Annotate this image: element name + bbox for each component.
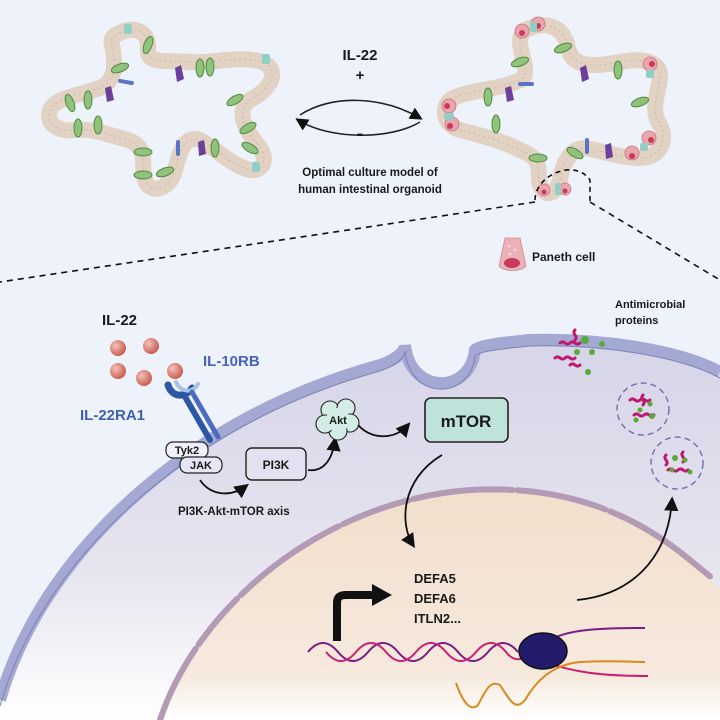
akt-to-mtor-arrow	[357, 422, 411, 438]
il22ra1-label: IL-22RA1	[80, 407, 145, 424]
goblet-cells	[64, 35, 259, 180]
dna-strand-a	[307, 642, 519, 662]
stem-cells	[124, 24, 270, 172]
tuft-cells	[518, 82, 589, 154]
il10rb-stalk	[189, 389, 221, 440]
il22-top-label: IL-22	[342, 47, 377, 64]
zoom-line-right	[589, 201, 720, 281]
plasma-membrane	[0, 333, 720, 702]
il22-ligand	[136, 370, 152, 386]
pi3k-label: PI3K	[263, 458, 290, 472]
secretory-vesicle	[616, 382, 670, 436]
paneth-legend-icon	[498, 237, 527, 271]
transcription-arrowhead	[372, 584, 392, 606]
pi3k-box	[245, 447, 307, 481]
minus-sign: -	[357, 123, 364, 145]
organoid-microvilli	[48, 29, 273, 190]
transcription-start-arrow	[333, 591, 372, 641]
jak-box	[179, 456, 223, 474]
paneth-nuclei	[444, 23, 655, 195]
jak-label: JAK	[190, 460, 212, 472]
nucleus-to-vesicle-arrow	[576, 496, 679, 601]
il10rb-receptor-head	[174, 380, 200, 393]
mtor-label: mTOR	[441, 412, 492, 431]
plus-sign: +	[356, 67, 365, 84]
caption-line1: Optimal culture model of	[302, 167, 438, 179]
amp-label-line1: Antimicrobial	[615, 299, 685, 311]
goblet-cells	[483, 42, 650, 163]
axis-label: PI3K-Akt-mTOR axis	[178, 506, 290, 518]
stem-cells	[444, 22, 654, 195]
tyk2-label: Tyk2	[175, 445, 199, 457]
akt-node	[315, 398, 360, 441]
il22-ligands	[110, 338, 183, 386]
dna-strand-b	[325, 642, 529, 662]
interconversion-arrows	[295, 99, 423, 137]
pi3k-to-akt-arrow	[307, 436, 341, 472]
rna-polymerase	[518, 632, 568, 670]
paneth-legend-label: Paneth cell	[532, 250, 595, 264]
il22-ligand	[110, 363, 126, 379]
mrna-transcript	[455, 660, 646, 709]
il22-ligand	[143, 338, 159, 354]
forward-arrow	[299, 99, 423, 120]
akt-label: Akt	[329, 415, 347, 427]
il10rb-label: IL-10RB	[203, 353, 260, 370]
organoid-microvilli	[444, 24, 664, 194]
il22-ligand	[167, 363, 183, 379]
antimicrobial-proteins-secreted	[553, 328, 605, 375]
secretory-vesicle	[650, 436, 704, 490]
gene-defa6: DEFA6	[414, 591, 456, 606]
il22-ligand	[110, 340, 126, 356]
nuclear-envelope	[157, 486, 715, 720]
reverse-arrow	[295, 118, 421, 137]
organoid-untreated	[41, 21, 281, 197]
enteroendocrine-cells	[105, 65, 206, 156]
organoid-il22-treated	[436, 16, 672, 202]
il22-receptor-complex	[164, 380, 221, 443]
jak-to-pi3k-arrow	[199, 479, 249, 499]
gene-defa5: DEFA5	[414, 571, 456, 586]
amp-label-line2: proteins	[615, 315, 658, 327]
tuft-cells	[118, 78, 180, 156]
zoom-region-outline	[534, 169, 591, 202]
il22-ligand-label: IL-22	[102, 312, 137, 329]
zoom-line-left	[0, 201, 536, 283]
caption-line2: human intestinal organoid	[298, 184, 442, 196]
il22ra1-stalk	[181, 392, 213, 443]
membrane-inner-edge	[0, 345, 720, 707]
enteroendocrine-cells	[505, 65, 613, 159]
mtor-box	[424, 397, 509, 443]
gene-itln2: ITLN2...	[414, 611, 461, 626]
mtor-to-nucleus-arrow	[401, 454, 443, 549]
